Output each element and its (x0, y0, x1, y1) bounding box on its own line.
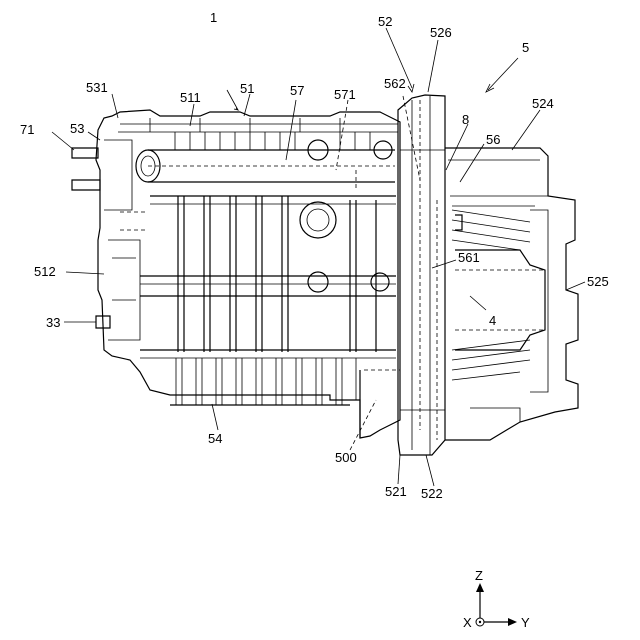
label-54: 54 (208, 431, 222, 446)
leader-lines (52, 28, 585, 486)
end-plate (398, 95, 445, 455)
housing-body (72, 110, 400, 438)
label-4: 4 (489, 313, 496, 328)
label-1: 1 (210, 10, 217, 25)
label-52: 52 (378, 14, 392, 29)
label-500: 500 (335, 450, 357, 465)
motor-case (445, 148, 578, 440)
label-524: 524 (532, 96, 554, 111)
axis-x-label: X (463, 615, 472, 630)
label-511: 511 (180, 90, 201, 105)
label-51: 51 (240, 81, 254, 96)
label-53: 53 (70, 121, 84, 136)
label-57: 57 (290, 83, 304, 98)
lower-fins (170, 358, 356, 405)
label-531: 531 (86, 80, 108, 95)
label-561: 561 (458, 250, 480, 265)
label-33: 33 (46, 315, 60, 330)
reference-numerals: 1 52 526 5 531 511 51 57 571 562 524 8 5… (20, 10, 609, 501)
label-5: 5 (522, 40, 529, 55)
label-525: 525 (587, 274, 609, 289)
axis-indicator: Z X Y (463, 568, 530, 630)
axis-z-label: Z (475, 568, 483, 583)
label-522: 522 (421, 486, 443, 501)
label-71: 71 (20, 122, 34, 137)
axis-y-label: Y (521, 615, 530, 630)
middle-fins (178, 196, 376, 352)
label-562: 562 (384, 76, 406, 91)
label-512: 512 (34, 264, 56, 279)
label-56: 56 (486, 132, 500, 147)
label-521: 521 (385, 484, 407, 499)
label-8: 8 (462, 112, 469, 127)
label-571: 571 (334, 87, 356, 102)
label-526: 526 (430, 25, 452, 40)
upper-fins (175, 132, 370, 150)
